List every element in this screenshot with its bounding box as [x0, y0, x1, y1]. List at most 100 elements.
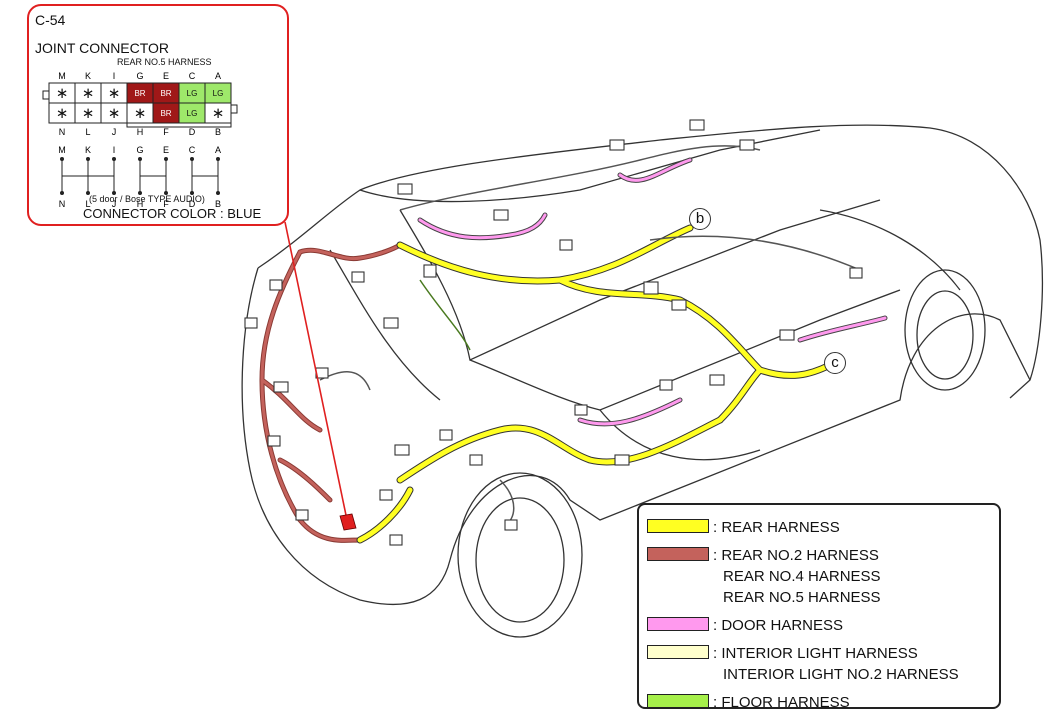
legend-label-line: : INTERIOR LIGHT HARNESS	[713, 645, 918, 662]
legend-label-line: : DOOR HARNESS	[713, 617, 844, 634]
connector-face-diagram: MN∗∗KL∗∗IJ∗∗GHBR∗EFBRBRCDLGLGABLG∗MNKLIJ…	[42, 71, 238, 209]
jumper-letter-bottom: F	[163, 199, 169, 209]
jumper-pin-dot	[86, 191, 90, 195]
legend-label-line: : REAR HARNESS	[713, 519, 840, 536]
jumper-pin-dot	[60, 191, 64, 195]
jumper-letter-bottom: L	[85, 199, 90, 209]
legend-swatch	[647, 645, 709, 659]
legend-row: : REAR NO.2 HARNESS REAR NO.4 HARNESS REAR…	[647, 545, 881, 608]
jumper-letter-top: K	[85, 145, 91, 155]
connector-color-label: CONNECTOR COLOR : BLUE	[83, 206, 262, 221]
jumper-letter-bottom: J	[112, 199, 117, 209]
connector-note: (5 door / Bose TYPE AUDIO)	[89, 194, 205, 204]
connector-tab-left	[42, 90, 50, 100]
pin-letter-top: K	[85, 71, 91, 81]
pin-letter-bottom: B	[215, 127, 221, 137]
legend-swatch	[647, 547, 709, 561]
legend-label-line: INTERIOR LIGHT NO.2 HARNESS	[723, 666, 959, 683]
pin-letter-top: M	[58, 71, 66, 81]
floor-harness-route	[419, 279, 471, 351]
pin-letter-bottom: L	[85, 127, 90, 137]
jumper-pin-dot	[112, 191, 116, 195]
connector-blocks	[244, 119, 863, 546]
legend-label-line: REAR NO.4 HARNESS	[723, 568, 881, 585]
pin-wire-bottom: BR	[160, 109, 171, 118]
legend-swatch	[647, 617, 709, 631]
pin-wire-bottom: ∗	[108, 105, 121, 122]
pin-letter-top: I	[113, 71, 116, 81]
pin-wire-bottom: ∗	[56, 105, 69, 122]
pin-wire-bottom: ∗	[82, 105, 95, 122]
jumper-letter-top: E	[163, 145, 169, 155]
connector-tab-right	[230, 104, 238, 114]
harness-label: REAR NO.5 HARNESS	[117, 57, 212, 67]
legend-row: : INTERIOR LIGHT HARNESS INTERIOR LIGHT N…	[647, 643, 959, 685]
pin-letter-top: A	[215, 71, 221, 81]
legend-label-line: : REAR NO.2 HARNESS	[713, 547, 879, 564]
pin-letter-bottom: D	[189, 127, 196, 137]
pin-letter-bottom: F	[163, 127, 169, 137]
jumper-letter-top: C	[189, 145, 196, 155]
legend-label: : FLOOR HARNESS	[713, 692, 850, 713]
jumper-letter-top: M	[58, 145, 66, 155]
pin-cell-bottom	[204, 102, 232, 124]
pin-letter-top: E	[163, 71, 169, 81]
jumper-pin-dot	[86, 157, 90, 161]
pin-letter-bottom: N	[59, 127, 66, 137]
pin-wire-top: ∗	[108, 85, 121, 102]
jumper-pin-dot	[138, 191, 142, 195]
jumper-pin-dot	[164, 157, 168, 161]
connector-callout: C-54 JOINT CONNECTOR REAR NO.5 HARNESS M…	[27, 4, 289, 226]
pin-wire-top: ∗	[56, 85, 69, 102]
legend-row: : FLOOR HARNESS	[647, 692, 850, 713]
pin-wire-bottom: LG	[187, 109, 198, 118]
pin-wire-top: BR	[160, 89, 171, 98]
jumper-letter-bottom: B	[215, 199, 221, 209]
pin-wire-top: LG	[187, 89, 198, 98]
car-body-outline	[241, 124, 1044, 638]
pin-wire-bottom: ∗	[134, 105, 147, 122]
callout-leader-line	[284, 221, 348, 521]
jumper-letter-bottom: D	[189, 199, 196, 209]
jumper-letter-top: A	[215, 145, 221, 155]
interior-light-harness-route	[319, 145, 861, 526]
jumper-letter-bottom: H	[137, 199, 144, 209]
pin-wire-top: ∗	[82, 85, 95, 102]
legend-label-line: REAR NO.5 HARNESS	[723, 589, 881, 606]
legend-row: : DOOR HARNESS	[647, 615, 843, 636]
legend-swatch	[647, 694, 709, 708]
connector-key	[126, 123, 232, 128]
harness-legend: : REAR HARNESS : REAR NO.2 HARNESS REAR NO…	[637, 503, 1001, 711]
jumper-letter-bottom: N	[59, 199, 66, 209]
legend-label: : REAR NO.2 HARNESS REAR NO.4 HARNESS REAR…	[713, 545, 881, 608]
jumper-pin-dot	[216, 191, 220, 195]
jumper-letter-top: G	[136, 145, 143, 155]
jumper-pin-dot	[60, 157, 64, 161]
marker-c: c	[824, 352, 846, 374]
c54-location-marker	[339, 513, 357, 531]
legend-row: : REAR HARNESS	[647, 517, 840, 538]
jumper-pin-dot	[112, 157, 116, 161]
jumper-pin-dot	[190, 157, 194, 161]
jumper-pin-dot	[216, 157, 220, 161]
legend-label-line: : FLOOR HARNESS	[713, 694, 850, 711]
pin-wire-bottom: ∗	[212, 105, 225, 122]
jumper-pin-dot	[190, 191, 194, 195]
connector-code: C-54	[35, 12, 66, 28]
jumper-pin-dot	[164, 191, 168, 195]
pin-letter-top: G	[136, 71, 143, 81]
jumper-letter-top: I	[113, 145, 116, 155]
pin-wire-top: BR	[134, 89, 145, 98]
pin-letter-bottom: J	[112, 127, 117, 137]
legend-label: : REAR HARNESS	[713, 517, 840, 538]
jumper-pin-dot	[138, 157, 142, 161]
pin-letter-bottom: H	[137, 127, 144, 137]
pin-wire-top: LG	[213, 89, 224, 98]
connector-name: JOINT CONNECTOR	[35, 40, 170, 56]
pin-letter-top: C	[189, 71, 196, 81]
legend-label: : DOOR HARNESS	[713, 615, 843, 636]
legend-label: : INTERIOR LIGHT HARNESS INTERIOR LIGHT N…	[713, 643, 959, 685]
marker-b: b	[689, 208, 711, 230]
